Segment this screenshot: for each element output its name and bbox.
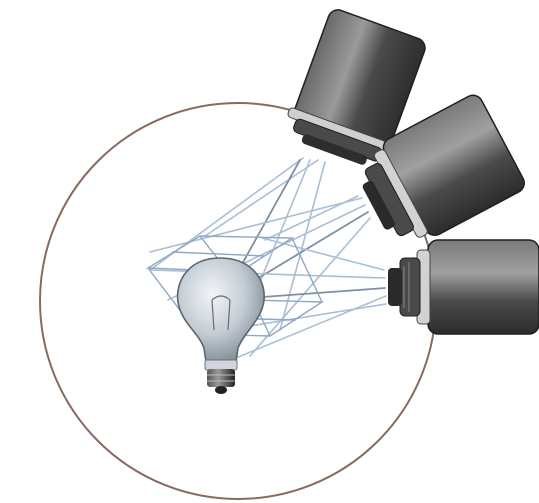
bulb-base [207,369,235,387]
bulb-tip [215,386,227,394]
bulb-neck [205,360,237,370]
light-rays [150,158,386,360]
camera-lens-barrel [388,268,402,306]
ray [150,198,362,252]
camera-right-icon [388,240,539,334]
light-bulb-icon [178,258,265,394]
camera-lens [400,258,420,316]
bulb-glass [178,258,265,362]
camera-body [428,240,539,334]
plane-line [172,252,264,256]
ray [265,196,358,240]
ray [205,160,318,236]
